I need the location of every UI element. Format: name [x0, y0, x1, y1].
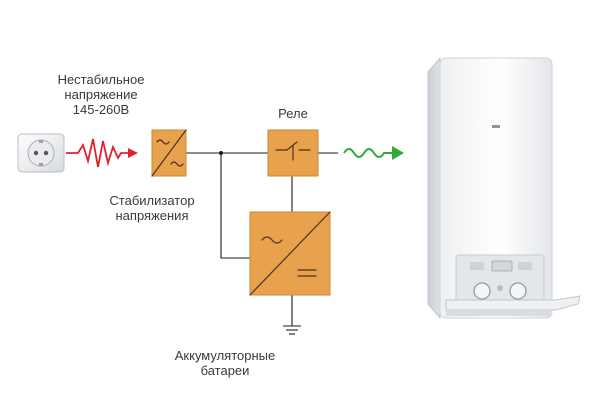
- unstable-voltage-label-line2: напряжение: [64, 87, 138, 102]
- stabilizer-label: Стабилизатор напряжения: [92, 193, 212, 223]
- unstable-voltage-label-line3: 145-260В: [72, 102, 130, 117]
- unstable-voltage-label-line1: Нестабильное: [57, 72, 145, 87]
- ground-icon: [283, 325, 301, 335]
- batteries-label-line1: Аккумуляторные: [174, 348, 276, 363]
- relay-label: Реле: [278, 106, 308, 121]
- stable-voltage-signal-icon: [343, 146, 404, 160]
- stabilizer-block: [151, 129, 187, 177]
- stabilizer-label-line1: Стабилизатор: [109, 193, 195, 208]
- batteries-label-line2: батареи: [200, 363, 250, 378]
- relay-block: [267, 129, 319, 177]
- gas-boiler-icon: [427, 56, 581, 320]
- circuit-wires: [186, 151, 338, 326]
- stabilizer-label-line2: напряжения: [115, 208, 189, 223]
- battery-inverter-block: [249, 211, 331, 296]
- unstable-voltage-label: Нестабильное напряжение 145-260В: [36, 72, 166, 117]
- batteries-label: Аккумуляторные батареи: [150, 348, 300, 378]
- unstable-voltage-signal-icon: [66, 138, 138, 168]
- power-socket-icon: [17, 133, 65, 173]
